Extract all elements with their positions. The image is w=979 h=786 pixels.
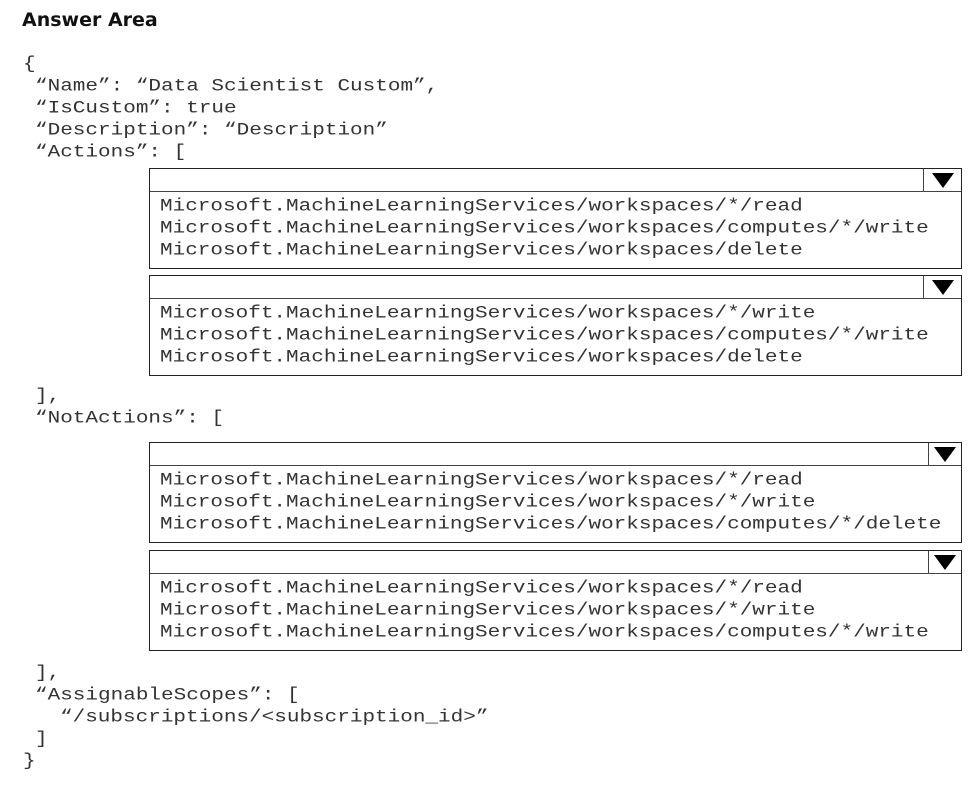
notactions-close: ], xyxy=(35,663,61,684)
dropdown-option[interactable]: Microsoft.MachineLearningServices/worksp… xyxy=(160,218,929,239)
dropdown-arrow-icon[interactable] xyxy=(923,276,961,298)
dropdown-arrow-icon[interactable] xyxy=(928,443,961,465)
dropdown-option[interactable]: Microsoft.MachineLearningServices/worksp… xyxy=(160,196,803,217)
scope-value: “/subscriptions/<subscription_id>” xyxy=(60,707,489,728)
dropdown-option[interactable]: Microsoft.MachineLearningServices/worksp… xyxy=(160,347,803,368)
notactions-line: “NotActions”: [ xyxy=(35,408,225,429)
dropdown-arrow-icon[interactable] xyxy=(928,551,961,573)
description-line: “Description”: “Description” xyxy=(35,120,388,141)
iscustom-line: “IsCustom”: true xyxy=(35,98,237,119)
dropdown-option[interactable]: Microsoft.MachineLearningServices/worksp… xyxy=(160,470,803,491)
dropdown-selected-value[interactable] xyxy=(150,169,961,192)
dropdown-option[interactable]: Microsoft.MachineLearningServices/worksp… xyxy=(160,492,816,513)
dropdown-arrow-icon[interactable] xyxy=(923,169,961,191)
dropdown-selected-value[interactable] xyxy=(150,276,961,299)
dropdown-selected-value[interactable] xyxy=(150,551,961,574)
actions-line: “Actions”: [ xyxy=(35,142,187,163)
dropdown-option[interactable]: Microsoft.MachineLearningServices/worksp… xyxy=(160,240,803,261)
dropdown-option[interactable]: Microsoft.MachineLearningServices/worksp… xyxy=(160,600,816,621)
actions-dropdown-2[interactable]: Microsoft.MachineLearningServices/worksp… xyxy=(149,275,962,376)
notactions-dropdown-2[interactable]: Microsoft.MachineLearningServices/worksp… xyxy=(149,550,962,651)
scopes-close: ] xyxy=(35,729,48,750)
scopes-line: “AssignableScopes”: [ xyxy=(35,685,300,706)
actions-close: ], xyxy=(35,386,61,407)
notactions-dropdown-1[interactable]: Microsoft.MachineLearningServices/worksp… xyxy=(149,442,962,543)
dropdown-option[interactable]: Microsoft.MachineLearningServices/worksp… xyxy=(160,325,929,346)
answer-area-title: Answer Area xyxy=(22,9,158,31)
name-line: “Name”: “Data Scientist Custom”, xyxy=(35,76,439,97)
dropdown-option[interactable]: Microsoft.MachineLearningServices/worksp… xyxy=(160,622,929,643)
dropdown-option[interactable]: Microsoft.MachineLearningServices/worksp… xyxy=(160,303,816,324)
close-brace: } xyxy=(23,751,36,772)
dropdown-option[interactable]: Microsoft.MachineLearningServices/worksp… xyxy=(160,514,942,535)
open-brace: { xyxy=(23,54,36,75)
dropdown-option[interactable]: Microsoft.MachineLearningServices/worksp… xyxy=(160,578,803,599)
actions-dropdown-1[interactable]: Microsoft.MachineLearningServices/worksp… xyxy=(149,168,962,269)
dropdown-selected-value[interactable] xyxy=(150,443,961,466)
